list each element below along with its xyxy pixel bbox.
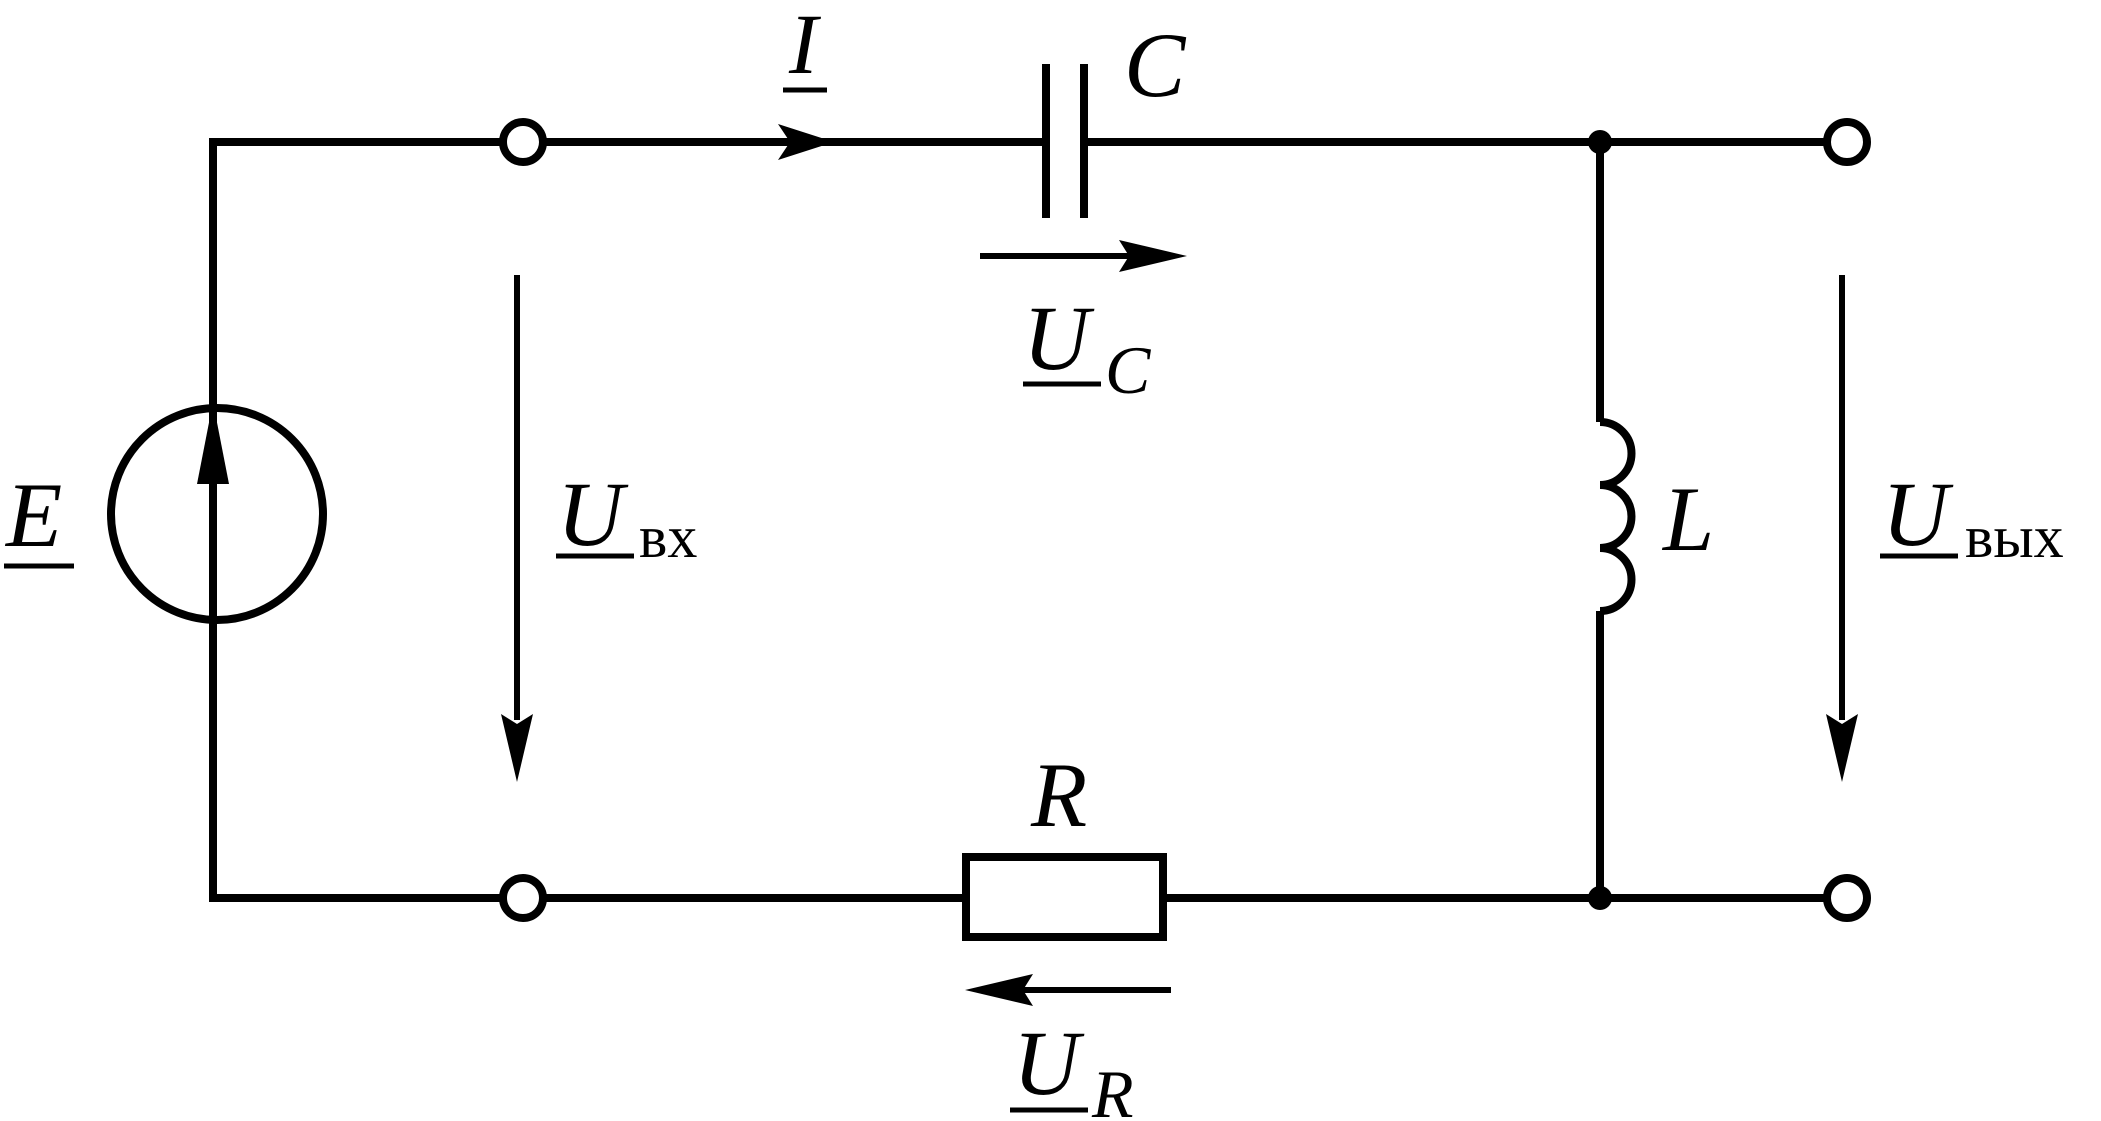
inductor <box>1599 418 1636 615</box>
output-terminal-bottom <box>1823 874 1871 922</box>
input-terminal-bottom <box>499 874 547 922</box>
junction-dot-bottom <box>1588 886 1612 910</box>
voltage-arrows <box>501 240 1858 1006</box>
uc-arrow-head <box>1119 240 1187 272</box>
uc-label: U <box>1023 287 1095 389</box>
ur-arrow-head <box>965 974 1033 1006</box>
resistor <box>962 853 1167 941</box>
output-voltage-subscript: вых <box>1965 504 2064 570</box>
resistor-label: R <box>1030 744 1087 846</box>
ur-label: U <box>1013 1012 1085 1114</box>
uc-subscript: C <box>1105 332 1151 408</box>
input-voltage-label: U <box>557 463 629 565</box>
labels: I C U C E U вх L U вых R U R <box>4 0 2064 1121</box>
input-terminal-top <box>499 118 547 166</box>
output-voltage-arrow-head <box>1826 714 1858 782</box>
ur-subscript: R <box>1091 1056 1134 1121</box>
inductor-label: L <box>1661 468 1714 570</box>
terminals <box>499 118 1871 922</box>
capacitor-label: C <box>1124 14 1187 116</box>
input-voltage-arrow-head <box>501 714 533 782</box>
capacitor <box>1042 64 1088 218</box>
input-voltage-subscript: вх <box>639 504 697 570</box>
output-voltage-label: U <box>1882 463 1954 565</box>
output-terminal-top <box>1823 118 1871 166</box>
source-arrow-head <box>197 402 229 484</box>
junction-dot-top <box>1588 130 1612 154</box>
voltage-source <box>107 402 327 624</box>
current-label: I <box>788 0 821 92</box>
source-label: E <box>4 464 62 566</box>
current-arrow-head <box>778 124 834 160</box>
wires <box>209 138 1826 902</box>
